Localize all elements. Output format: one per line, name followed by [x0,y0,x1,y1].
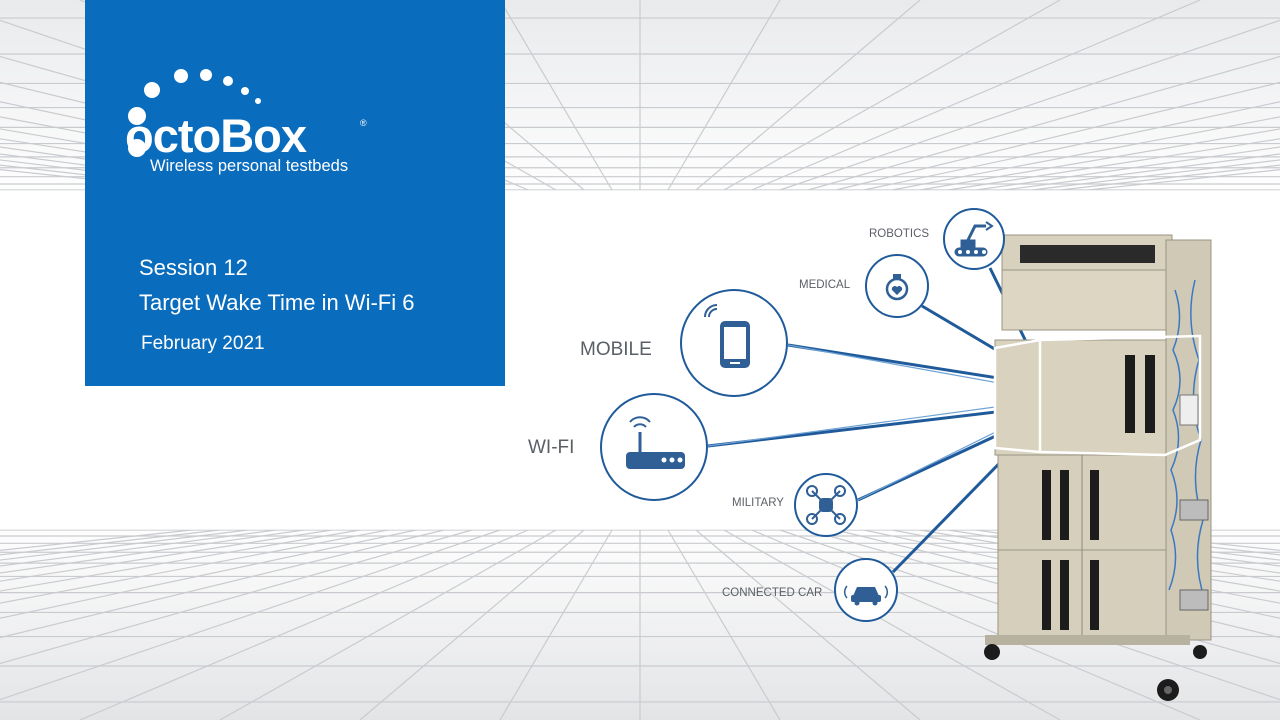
grid-line [0,153,277,191]
grid-line [835,529,1280,639]
label-robotics: ROBOTICS [869,228,930,240]
grid-line [0,529,417,619]
grid-line [891,116,1280,191]
grid-line [779,19,1280,191]
label-military: MILITARY [732,497,784,509]
grid-line [499,529,613,720]
logo-tagline: Wireless personal testbeds [150,157,349,175]
grid-line [863,101,1280,191]
session-date: February 2021 [141,333,265,354]
logo-registered-mark: ® [360,118,367,128]
grid-line [359,529,585,720]
wifi-circle [600,393,708,501]
grid-line [667,529,781,720]
heart-monitor-icon [885,274,909,301]
grid-line [835,81,1280,191]
grid-line [975,146,1280,191]
grid-line [695,529,921,720]
robot-arm-icon [954,221,994,257]
grid-line [219,529,557,720]
grid-line [723,0,1061,191]
grid-line [751,0,1201,191]
grid-line [723,529,1061,720]
grid-line [1003,153,1280,191]
grid-line [499,0,613,191]
medical-circle [865,254,929,318]
grid-line [0,529,473,665]
grid-line [0,529,389,604]
smartphone-icon [704,304,750,368]
grid-line [807,55,1280,191]
session-title: Target Wake Time in Wi-Fi 6 [139,290,415,315]
grid-line [0,146,305,191]
octobox-chamber [984,234,1212,701]
drone-icon [806,485,846,525]
label-wifi: WI-FI [528,437,575,458]
title-panel: octoBox ® Wireless personal testbeds Ses… [85,0,505,386]
grid-line [695,0,921,191]
grid-line [751,529,1201,720]
grid-line [0,529,277,567]
grid-line [0,529,501,701]
router-icon [626,416,685,469]
label-connected-car: CONNECTED CAR [722,587,823,599]
label-mobile: MOBILE [580,339,652,360]
car-icon [843,585,889,606]
grid-line [0,529,445,639]
grid-line [947,138,1280,191]
grid-line [0,529,361,592]
grid-line [0,529,305,574]
grid-line [0,529,333,582]
robotics-circle [943,208,1005,270]
session-number: Session 12 [139,255,248,280]
grid-line [667,0,781,191]
label-medical: MEDICAL [799,279,851,291]
logo-dots-icon [128,69,261,157]
grid-line [1003,529,1280,567]
grid-line [79,529,529,720]
grid-line [919,128,1280,191]
logo-wordmark: octoBox [125,109,307,162]
